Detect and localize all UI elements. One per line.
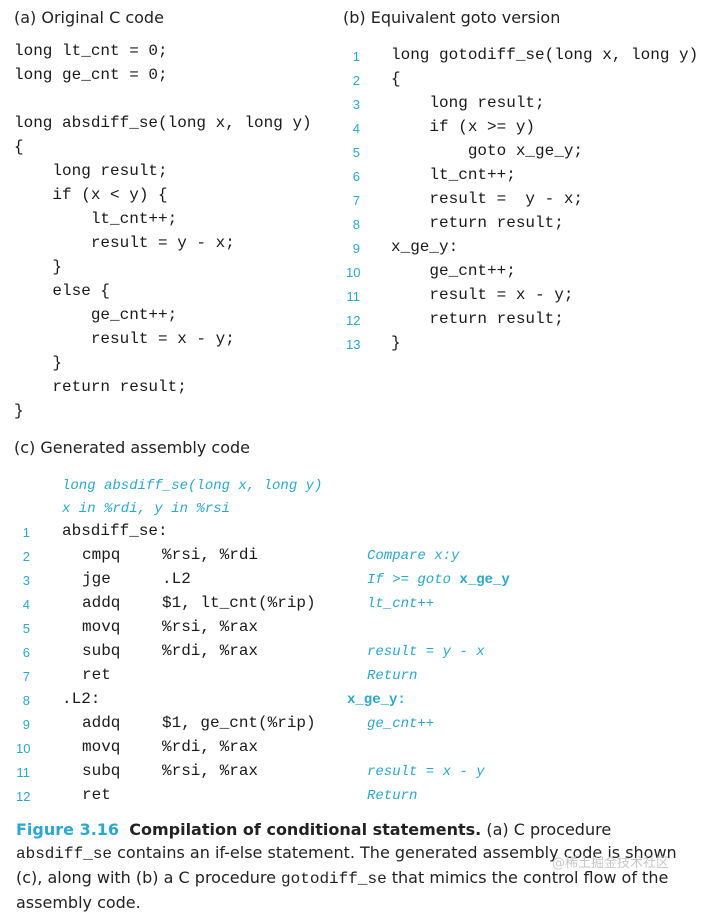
line-number: 12 — [346, 313, 361, 328]
asm-instruction: addq — [82, 594, 121, 612]
asm-comment: result = x - y — [367, 764, 485, 780]
line-number: 4 — [352, 121, 360, 136]
line-number: 11 — [346, 289, 361, 304]
asm-instruction: movq — [82, 618, 121, 636]
asm-instruction: ret — [82, 786, 111, 804]
line-number: 5 — [352, 145, 360, 160]
asm-comment: If >= goto x_ge_y — [367, 572, 510, 588]
register-note: x in %rdi, y in %rsi — [62, 501, 231, 517]
asm-instruction: movq — [82, 738, 121, 756]
asm-instruction: addq — [82, 714, 121, 732]
asm-instruction: .L2: — [62, 690, 101, 708]
c-code-line: if (x < y) { — [14, 186, 168, 204]
goto-code-line: return result; — [391, 310, 564, 328]
line-number: 4 — [22, 597, 30, 612]
line-number: 3 — [22, 573, 30, 588]
asm-operands: $1, lt_cnt(%rip) — [162, 594, 316, 612]
c-code-line: long ge_cnt = 0; — [14, 66, 168, 84]
line-number: 7 — [352, 193, 360, 208]
asm-instruction: subq — [82, 642, 121, 660]
caption-code-1: absdiff_se — [16, 845, 113, 863]
asm-comment: Return — [367, 788, 418, 804]
section-b-heading: (b) Equivalent goto version — [343, 8, 561, 27]
c-code-line: } — [14, 354, 63, 372]
asm-comment: ge_cnt++ — [367, 716, 435, 732]
asm-instruction: subq — [82, 762, 121, 780]
goto-code-line: result = y - x; — [391, 190, 584, 208]
goto-code-line: ge_cnt++; — [391, 262, 516, 280]
goto-code-line: if (x >= y) — [391, 118, 536, 136]
section-c-heading: (c) Generated assembly code — [14, 438, 250, 457]
line-number: 2 — [22, 549, 30, 564]
c-code-line: long lt_cnt = 0; — [14, 42, 168, 60]
goto-code-line: } — [391, 334, 401, 352]
goto-code-line: long result; — [391, 94, 545, 112]
c-code-line: long absdiff_se(long x, long y) — [14, 114, 312, 132]
line-number: 6 — [22, 645, 30, 660]
asm-comment-label: x_ge_y — [459, 572, 510, 588]
goto-code-line: { — [391, 70, 401, 88]
goto-code-line: return result; — [391, 214, 564, 232]
asm-operands: %rsi, %rdi — [162, 546, 259, 564]
goto-code-line: long gotodiff_se(long x, long y) — [391, 46, 699, 64]
watermark-text: @稀土掘金技术社区 — [552, 856, 670, 871]
caption-text-1: (a) C procedure — [481, 820, 612, 839]
asm-comment: lt_cnt++ — [367, 596, 435, 612]
asm-comment: Return — [367, 668, 418, 684]
line-number: 7 — [22, 669, 30, 684]
asm-operands: .L2 — [162, 570, 191, 588]
line-number: 1 — [22, 525, 30, 540]
line-number: 10 — [16, 741, 31, 756]
line-number: 1 — [352, 49, 360, 64]
asm-label-comment: x_ge_y: — [347, 692, 406, 708]
c-code-line: else { — [14, 282, 111, 300]
asm-comment: result = y - x — [367, 644, 485, 660]
line-number: 8 — [352, 217, 360, 232]
asm-comment: Compare x:y — [367, 548, 460, 564]
c-code-line: long result; — [14, 162, 168, 180]
c-code-line: } — [14, 258, 63, 276]
line-number: 8 — [22, 693, 30, 708]
asm-operands: %rsi, %rax — [162, 618, 259, 636]
line-number: 5 — [22, 621, 30, 636]
line-number: 6 — [352, 169, 360, 184]
line-number: 9 — [352, 241, 360, 256]
line-number: 2 — [352, 73, 360, 88]
c-code-line: { — [14, 138, 24, 156]
line-number: 3 — [352, 97, 360, 112]
goto-code-line: result = x - y; — [391, 286, 574, 304]
goto-code-line: goto x_ge_y; — [391, 142, 584, 160]
section-a-heading: (a) Original C code — [14, 8, 164, 27]
figure-number: Figure 3.16 — [16, 820, 120, 839]
asm-instruction: absdiff_se: — [62, 522, 168, 540]
asm-instruction: cmpq — [82, 546, 121, 564]
line-number: 11 — [16, 765, 31, 780]
asm-operands: %rdi, %rax — [162, 642, 259, 660]
c-code-line: return result; — [14, 378, 187, 396]
caption-text-2: contains an if-else statement. The gener… — [16, 843, 677, 887]
c-code-line: result = y - x; — [14, 234, 235, 252]
line-number: 13 — [346, 337, 361, 352]
asm-operands: %rsi, %rax — [162, 762, 259, 780]
c-code-line: lt_cnt++; — [14, 210, 178, 228]
c-code-line: result = x - y; — [14, 330, 235, 348]
c-code-line: } — [14, 402, 24, 420]
asm-operands: %rdi, %rax — [162, 738, 259, 756]
asm-operands: $1, ge_cnt(%rip) — [162, 714, 316, 732]
line-number: 9 — [22, 717, 30, 732]
asm-instruction: ret — [82, 666, 111, 684]
asm-instruction: jge — [82, 570, 111, 588]
caption-code-2: gotodiff_se — [281, 870, 387, 888]
line-number: 10 — [346, 265, 361, 280]
line-number: 12 — [16, 789, 31, 804]
c-code-line: ge_cnt++; — [14, 306, 178, 324]
goto-code-line: lt_cnt++; — [391, 166, 516, 184]
figure-title: Compilation of conditional statements. — [129, 820, 482, 839]
goto-code-line: x_ge_y: — [391, 238, 459, 256]
assembly-signature: long absdiff_se(long x, long y) — [62, 478, 323, 494]
